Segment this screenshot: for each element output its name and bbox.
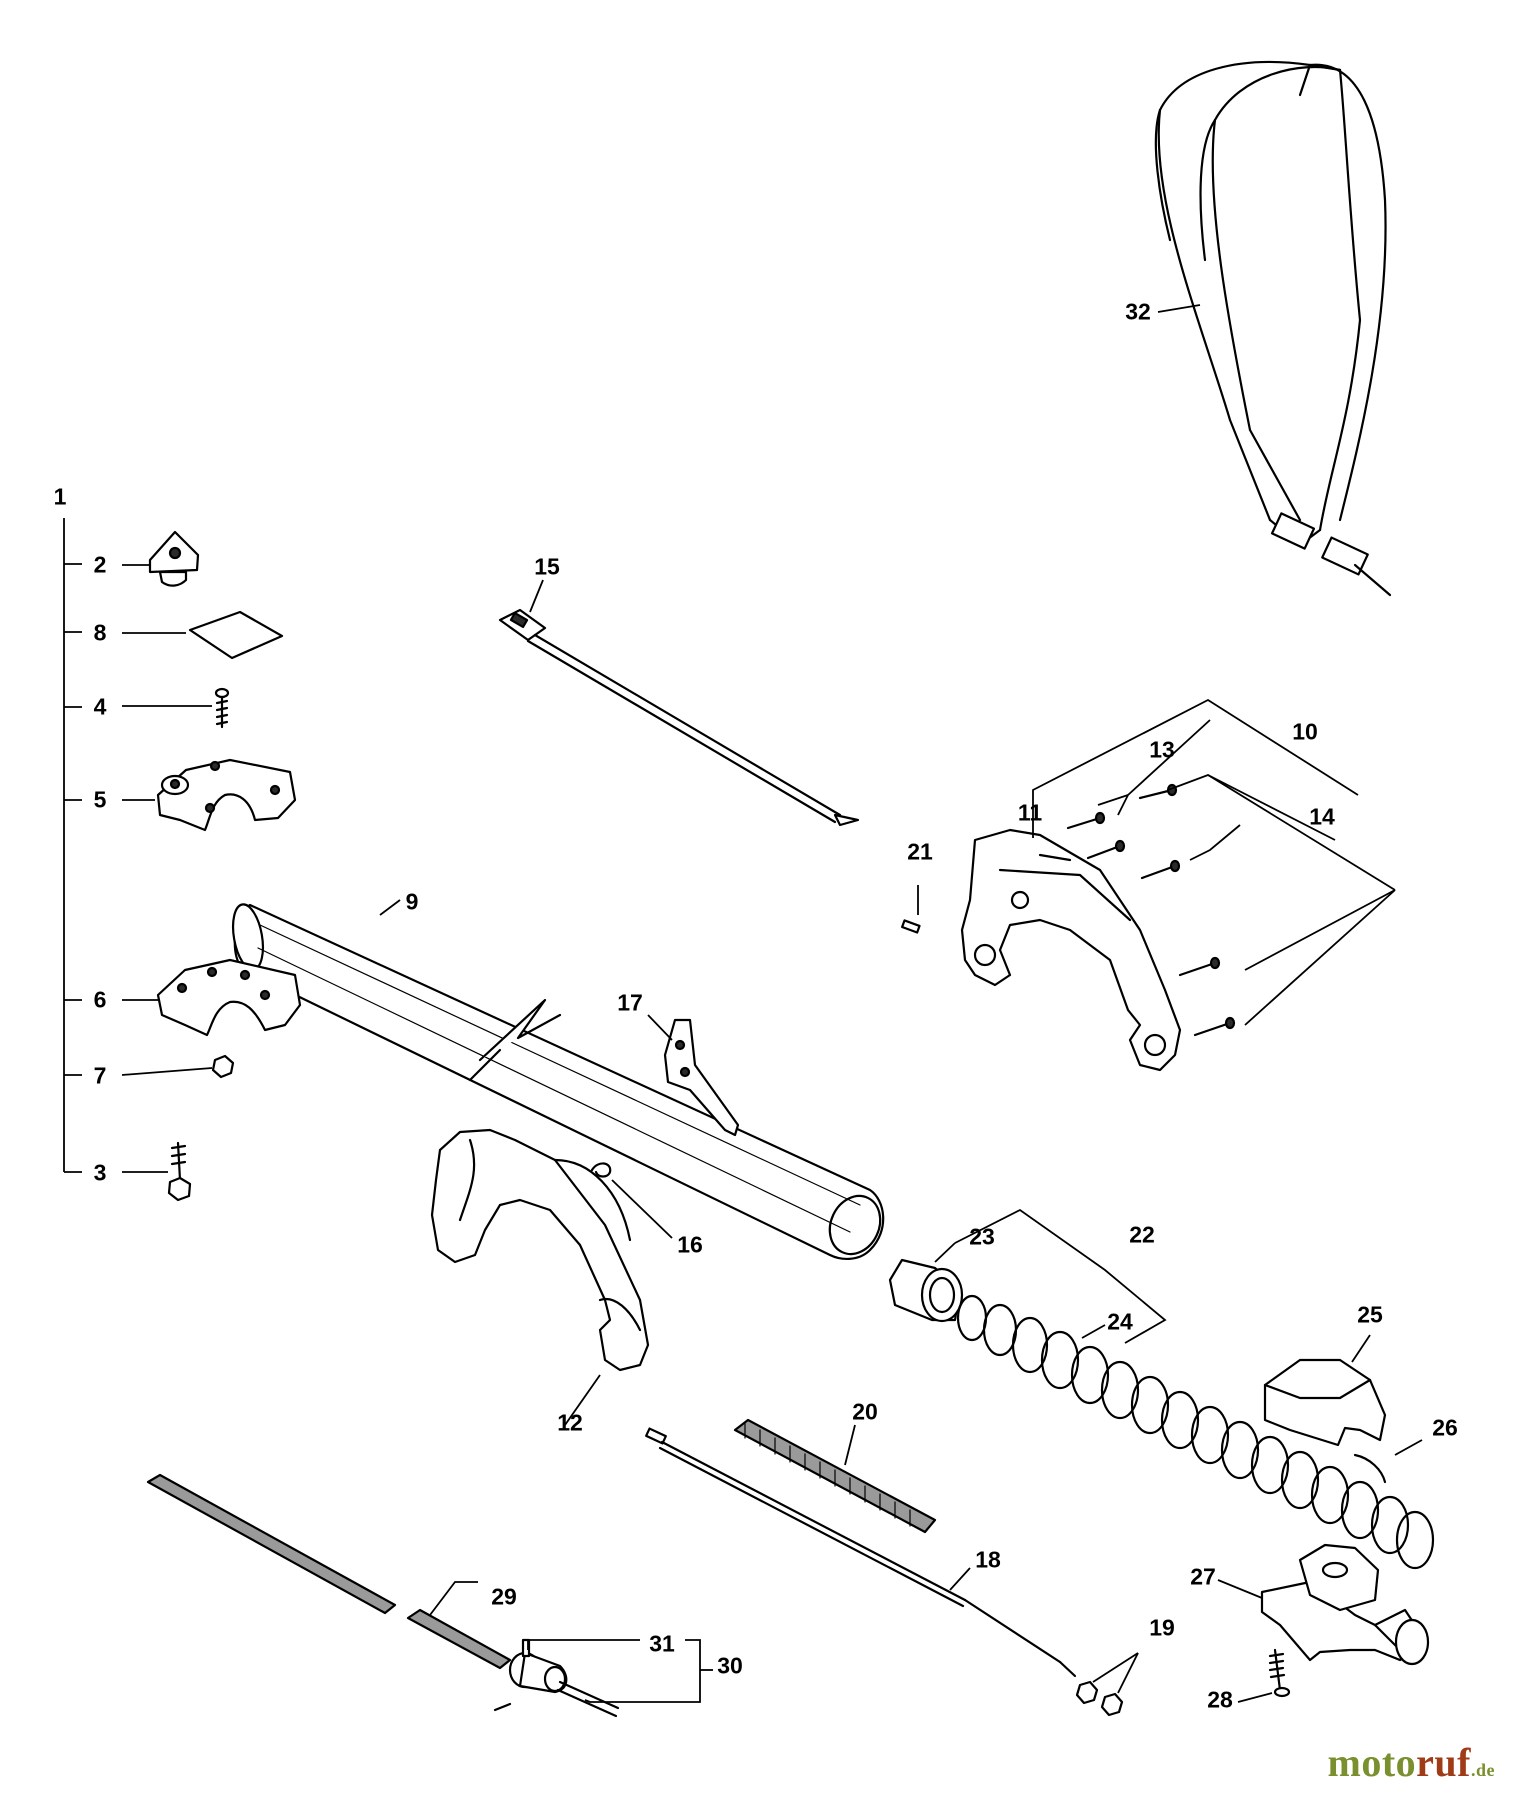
label-23: 23 — [969, 1223, 995, 1250]
label-12: 12 — [557, 1409, 583, 1436]
screw-28 — [1268, 1648, 1291, 1698]
label-4: 4 — [93, 693, 107, 720]
pin-21 — [901, 919, 921, 934]
leader-29 — [429, 1581, 478, 1616]
label-9: 9 — [405, 888, 419, 915]
drive-tube — [231, 903, 885, 1260]
bracket-10-14 — [1032, 698, 1396, 1026]
label-1: 1 — [53, 483, 67, 510]
label-19: 19 — [1149, 1614, 1175, 1641]
bolt-3 — [167, 1141, 192, 1202]
nuts-19 — [1075, 1680, 1124, 1717]
label-26: 26 — [1432, 1414, 1458, 1441]
leader-17 — [647, 1014, 673, 1041]
label-22: 22 — [1129, 1221, 1155, 1248]
watermark-part-a: moto — [1327, 1740, 1417, 1785]
label-21: 21 — [907, 838, 933, 865]
rubber-stop — [148, 530, 200, 587]
label-30: 30 — [717, 1652, 743, 1679]
leader-16 — [611, 1179, 673, 1239]
coil-spring — [956, 1294, 1435, 1570]
long-spring — [733, 1418, 937, 1534]
clamp-lower — [156, 958, 302, 1037]
label-5: 5 — [93, 786, 107, 813]
leader-23 — [934, 1242, 956, 1263]
label-25: 25 — [1357, 1301, 1383, 1328]
watermark-part-c: .de — [1471, 1760, 1495, 1780]
label-10: 10 — [1292, 718, 1318, 745]
label-3: 3 — [93, 1159, 107, 1186]
label-16: 16 — [677, 1231, 703, 1258]
label-15: 15 — [534, 553, 560, 580]
leader-31 — [527, 1639, 640, 1650]
kit-bracket-1 — [63, 518, 82, 1173]
clamp-upper — [156, 758, 297, 832]
throttle-cable — [645, 1427, 1077, 1678]
leader-19b — [1117, 1652, 1139, 1694]
label-31: 31 — [649, 1630, 675, 1657]
coupling — [493, 1638, 620, 1718]
shoulder-strap — [1154, 60, 1392, 597]
leader-18 — [949, 1567, 971, 1591]
bushing — [888, 1258, 964, 1323]
leader-20 — [844, 1424, 856, 1466]
leader-27 — [1217, 1579, 1263, 1599]
leader-24 — [1081, 1324, 1106, 1339]
label-8: 8 — [93, 619, 107, 646]
bracket-clip — [663, 1018, 740, 1137]
drive-shaft — [146, 1473, 512, 1670]
screw-4 — [214, 687, 230, 729]
label-7: 7 — [93, 1062, 107, 1089]
adapter-27 — [1260, 1543, 1430, 1666]
label-14: 14 — [1309, 803, 1335, 830]
label-11: 11 — [1017, 799, 1043, 826]
label-17: 17 — [617, 989, 643, 1016]
label-13: 13 — [1149, 736, 1175, 763]
leader-15 — [529, 579, 544, 613]
handle-rear — [430, 1128, 650, 1372]
label-32: 32 — [1125, 298, 1151, 325]
leader-19a — [1092, 1652, 1139, 1683]
bracket-30 — [584, 1639, 701, 1703]
leader-7 — [121, 1067, 213, 1076]
leader-25 — [1351, 1334, 1371, 1363]
clip-16 — [590, 1162, 612, 1178]
watermark: motoruf.de — [1328, 1739, 1495, 1786]
cable-tie — [498, 608, 860, 827]
leader-26 — [1394, 1439, 1423, 1456]
nut-7 — [211, 1054, 235, 1079]
bracket-22 — [954, 1208, 1167, 1344]
label-20: 20 — [852, 1398, 878, 1425]
label-27: 27 — [1190, 1563, 1216, 1590]
leader-9 — [379, 899, 401, 916]
leader-28 — [1237, 1692, 1273, 1703]
label-24: 24 — [1107, 1308, 1133, 1335]
cover-25 — [1263, 1358, 1387, 1447]
handle-screws — [1066, 783, 1236, 1037]
label-18: 18 — [975, 1546, 1001, 1573]
label-29: 29 — [491, 1583, 517, 1610]
label-2: 2 — [93, 551, 107, 578]
label-6: 6 — [93, 986, 107, 1013]
gasket-sheet — [188, 610, 284, 660]
handle-front — [960, 828, 1182, 1072]
watermark-part-b: ruf — [1416, 1740, 1471, 1785]
label-28: 28 — [1207, 1686, 1233, 1713]
leader-32 — [1157, 304, 1201, 313]
leader-12 — [564, 1374, 601, 1426]
circlip-26 — [1353, 1453, 1387, 1484]
